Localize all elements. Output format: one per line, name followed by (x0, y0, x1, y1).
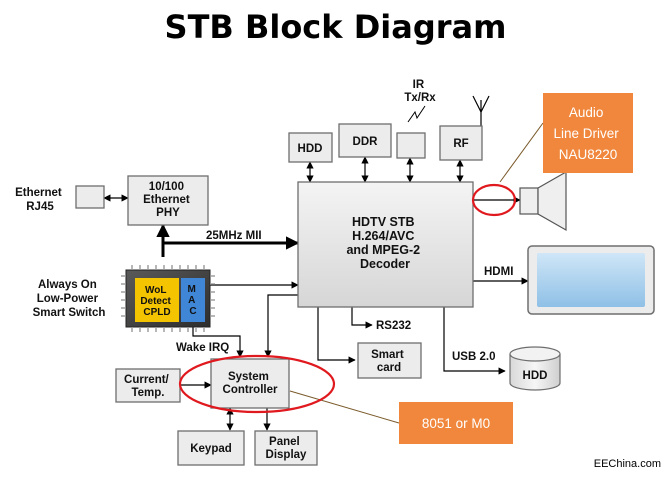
speaker-cone (537, 170, 567, 232)
phy-label: 10/100 Ethernet PHY (143, 181, 193, 219)
tv-screen (537, 253, 645, 307)
hdd-top-block (288, 132, 333, 163)
mcu-callout-leader (289, 390, 400, 424)
ir-wave-icon (407, 105, 426, 123)
rf-block (439, 125, 483, 161)
hdd-cylinder-body (509, 354, 561, 391)
wake-irq-label: Wake IRQ (176, 342, 229, 354)
current-temp-block (115, 368, 181, 403)
mac-label: M A C (187, 284, 198, 317)
hdd-cylinder-top (509, 346, 561, 362)
page-title: STB Block Diagram (164, 8, 507, 46)
mac-block (181, 278, 205, 322)
ddr-block (338, 123, 392, 158)
audio-callout-leader (499, 122, 544, 183)
rj45-connector (75, 185, 105, 209)
ir-label: IR Tx/Rx (404, 79, 436, 104)
antenna-left-arm (472, 95, 482, 113)
cpld-label: WoL Detect CPLD (140, 285, 173, 318)
speaker-icon (519, 187, 539, 215)
smart-card-label: Smart card (371, 349, 407, 374)
hdd-bottom-label: HDD (523, 370, 548, 382)
audio-highlight-circle (471, 183, 517, 217)
source-credit: EEChina.com (593, 458, 661, 470)
usb-link (443, 307, 506, 375)
system-controller-label: System Controller (223, 371, 278, 396)
smart-card-link (317, 307, 356, 364)
panel-display-label: Panel Display (266, 436, 308, 461)
rs232-label: RS232 (376, 320, 411, 332)
audio-callout-box (543, 93, 633, 173)
rs232-link (351, 307, 373, 329)
keypad-label: Keypad (190, 443, 232, 455)
keypad-block (177, 430, 245, 466)
smart-switch-chip: WoL Detect CPLD M A C (121, 265, 215, 332)
hdd-bottom-block: HDD (509, 346, 561, 391)
audio-callout-text: Audio Line Driver NAU8220 (553, 105, 622, 162)
controller-highlight-circle (178, 354, 336, 414)
ethernet-phy-block (127, 175, 209, 226)
smart-card-block (357, 342, 422, 379)
ir-block (396, 132, 426, 159)
chip-pins (121, 265, 215, 332)
mcu-callout-text: 8051 or M0 (422, 416, 490, 431)
hdmi-label: HDMI (484, 266, 513, 278)
hdd-top-label: HDD (298, 143, 323, 155)
decoder-controller-link (264, 294, 298, 358)
panel-display-block (254, 430, 318, 466)
smart-switch-label: Always On Low-Power Smart Switch (33, 279, 106, 319)
mcu-callout-box (399, 402, 513, 444)
antenna-right-arm (480, 95, 490, 113)
current-temp-label: Current/ Temp. (124, 374, 172, 399)
usb-label: USB 2.0 (452, 351, 495, 363)
decoder-label: HDTV STB H.264/AVC and MPEG-2 Decoder (346, 215, 423, 271)
system-controller-block (210, 358, 290, 409)
mii-label: 25MHz MII (206, 230, 262, 242)
ddr-label: DDR (353, 136, 379, 148)
rf-label: RF (453, 138, 468, 150)
cpld-block (135, 278, 179, 322)
ethernet-label: Ethernet RJ45 (15, 187, 65, 213)
decoder-block (297, 181, 474, 308)
